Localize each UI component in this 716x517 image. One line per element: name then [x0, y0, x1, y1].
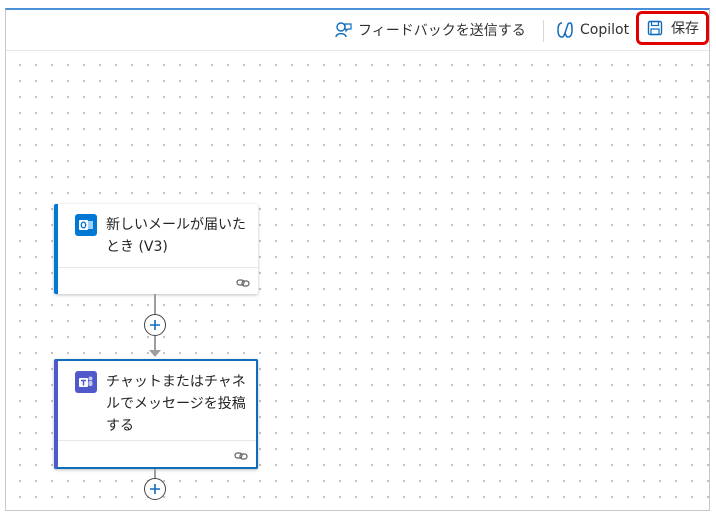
feedback-icon: [335, 22, 352, 38]
trigger-title: 新しいメールが届いたとき (V3): [106, 217, 246, 255]
feedback-button[interactable]: フィードバックを送信する: [334, 18, 526, 42]
trigger-card-outlook[interactable]: 新しいメールが届いたとき (V3): [54, 204, 258, 294]
add-step-button[interactable]: [144, 478, 166, 500]
plus-icon: [150, 484, 160, 494]
card-footer: [58, 440, 256, 467]
add-step-button[interactable]: [144, 314, 166, 336]
top-toolbar: フィードバックを送信する Copilot 保存: [6, 10, 709, 51]
plus-icon: [150, 320, 160, 330]
designer-frame: フィードバックを送信する Copilot 保存: [5, 8, 710, 511]
flow-canvas[interactable]: 新しいメールが届いたとき (V3): [6, 51, 709, 510]
connector-line: [154, 336, 156, 351]
link-icon[interactable]: [236, 277, 250, 289]
copilot-icon: [557, 22, 573, 38]
link-icon[interactable]: [234, 450, 248, 462]
feedback-label: フィードバックを送信する: [358, 23, 526, 39]
copilot-label: Copilot: [580, 22, 630, 38]
action-title: チャットまたはチャネルでメッセージを投稿する: [106, 374, 246, 434]
save-label: 保存: [671, 21, 699, 37]
outlook-icon: [75, 214, 97, 236]
connector-arrow-icon: [149, 350, 161, 357]
card-footer: [58, 267, 258, 294]
connector-line: [154, 469, 156, 479]
save-icon: [647, 20, 663, 36]
toolbar-divider: [543, 20, 544, 42]
save-button[interactable]: 保存: [636, 11, 709, 45]
action-card-teams[interactable]: チャットまたはチャネルでメッセージを投稿する: [54, 359, 258, 469]
copilot-button[interactable]: Copilot: [556, 18, 629, 42]
teams-icon: [75, 371, 97, 393]
